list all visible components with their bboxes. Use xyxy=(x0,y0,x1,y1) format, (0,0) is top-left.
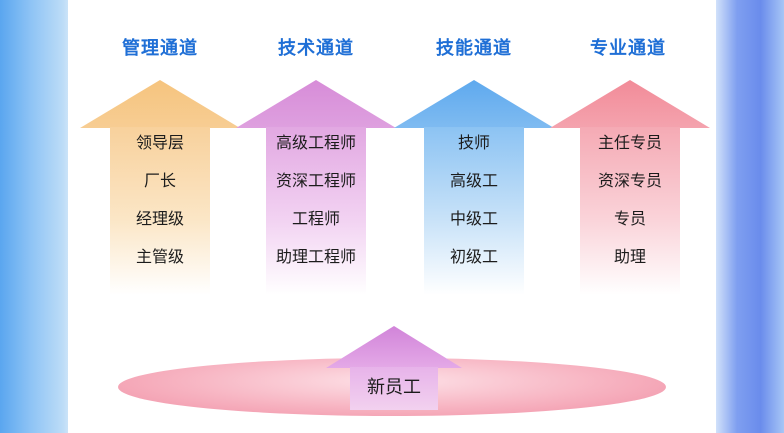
column-title-professional: 专业通道 xyxy=(590,38,666,59)
arrow-head xyxy=(326,326,462,368)
list-item: 主任专员 xyxy=(597,133,662,152)
list-item: 经理级 xyxy=(135,209,184,228)
arrow-management: 领导层 厂长 经理级 主管级 xyxy=(80,80,240,295)
column-title-skill: 技能通道 xyxy=(436,38,512,59)
technical-levels: 高级工程师 资深工程师 工程师 助理工程师 xyxy=(236,124,396,276)
list-item: 高级工 xyxy=(449,171,498,190)
arrow-technical: 高级工程师 资深工程师 工程师 助理工程师 xyxy=(236,80,396,295)
list-item: 助理工程师 xyxy=(275,247,356,266)
list-item: 资深专员 xyxy=(597,171,662,190)
column-title-technical: 技术通道 xyxy=(278,38,354,59)
arrow-body xyxy=(580,127,680,295)
base-label-new-employee: 新员工 xyxy=(367,377,421,398)
list-item: 领导层 xyxy=(135,133,184,152)
professional-levels: 主任专员 资深专员 专员 助理 xyxy=(550,124,710,276)
arrow-body xyxy=(110,127,210,295)
list-item: 主管级 xyxy=(135,247,184,266)
list-item: 高级工程师 xyxy=(275,133,356,152)
arrow-head xyxy=(550,80,710,128)
arrow-body xyxy=(424,127,524,295)
list-item: 中级工 xyxy=(449,209,498,228)
column-title-management: 管理通道 xyxy=(122,38,198,59)
skill-levels: 技师 高级工 中级工 初级工 xyxy=(394,124,554,276)
base-up-arrow xyxy=(326,326,462,410)
arrow-skill: 技师 高级工 中级工 初级工 xyxy=(394,80,554,295)
arrow-head xyxy=(80,80,240,128)
arrow-body xyxy=(350,367,438,410)
list-item: 工程师 xyxy=(291,209,340,228)
list-item: 专员 xyxy=(613,209,646,228)
list-item: 初级工 xyxy=(449,247,498,266)
list-item: 技师 xyxy=(457,133,490,152)
list-item: 厂长 xyxy=(143,171,176,190)
arrow-head xyxy=(394,80,554,128)
management-levels: 领导层 厂长 经理级 主管级 xyxy=(80,124,240,276)
arrow-head xyxy=(236,80,396,128)
arrow-body xyxy=(266,127,366,295)
arrow-professional: 主任专员 资深专员 专员 助理 xyxy=(550,80,710,295)
list-item: 助理 xyxy=(613,247,646,266)
list-item: 资深工程师 xyxy=(275,171,356,190)
